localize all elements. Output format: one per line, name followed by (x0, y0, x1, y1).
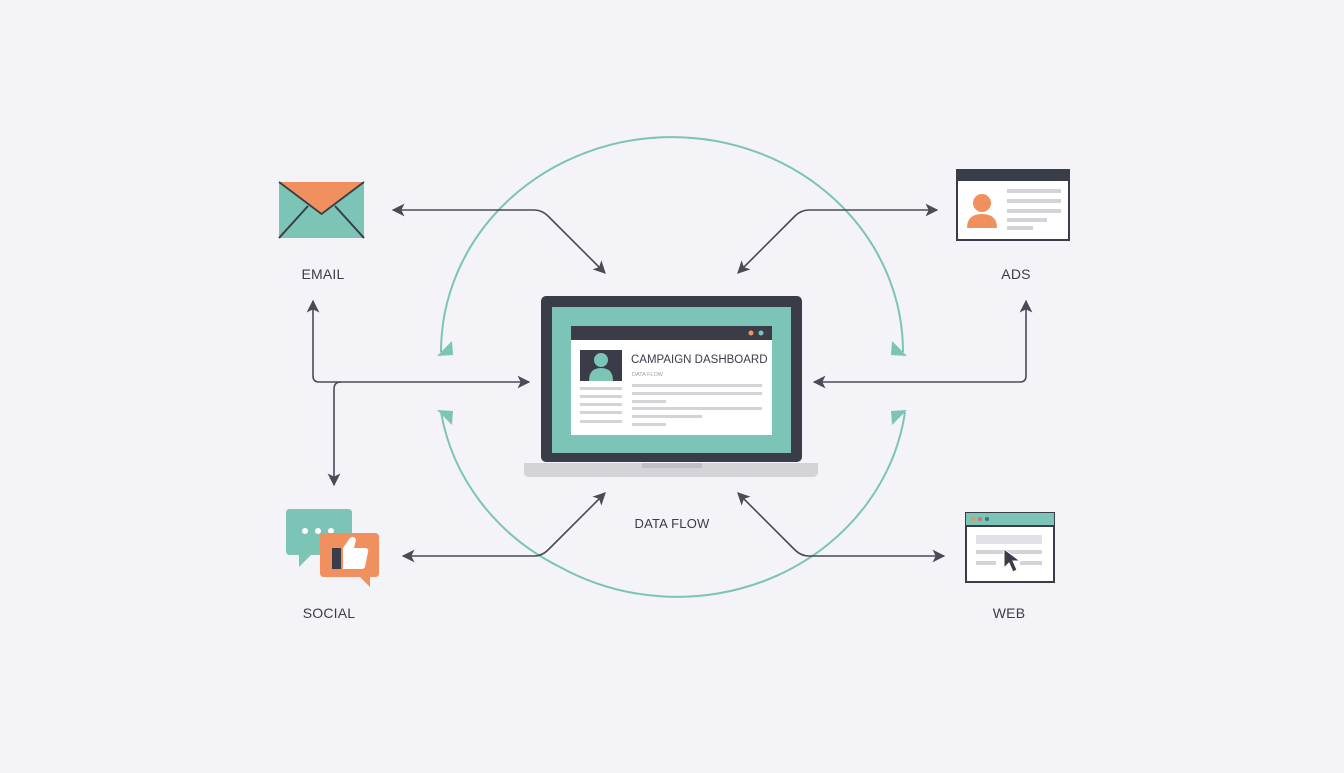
dashboard-title: CAMPAIGN DASHBOARD (631, 354, 768, 366)
connector-social-bottom (401, 492, 606, 563)
chat-like-icon (286, 509, 379, 587)
connector-right-to-center (812, 299, 1033, 389)
data-flow-caption: DATA FLOW (634, 516, 710, 531)
connector-left-to-center (306, 299, 531, 389)
ads-label: ADS (1001, 266, 1031, 282)
connectors (306, 203, 1033, 563)
web-label: WEB (992, 605, 1026, 621)
envelope-icon (278, 181, 365, 239)
laptop: CAMPAIGN DASHBOARD DATA FLOW (524, 296, 818, 477)
browser-cursor-icon (965, 512, 1055, 583)
social-label: SOCIAL (302, 605, 356, 621)
ad-profile-card-icon (956, 169, 1070, 241)
cycle-arrowhead-top-right (891, 341, 907, 356)
connector-left-to-social (327, 381, 342, 487)
email-label: EMAIL (301, 266, 345, 282)
cycle-arc-right (559, 411, 906, 598)
connector-email-top (391, 203, 606, 274)
dashboard-avatar-icon (580, 350, 622, 381)
cycle-arrowhead-bottom-right (891, 410, 907, 425)
cycle-arrowhead-bottom-left (437, 410, 453, 425)
cycle-arrowhead-top-left (437, 341, 453, 356)
dashboard-window: CAMPAIGN DASHBOARD DATA FLOW (571, 326, 772, 435)
dashboard-subtitle: DATA FLOW (632, 372, 664, 378)
connector-web-bottom (737, 492, 946, 563)
connector-ads-top (737, 203, 939, 274)
